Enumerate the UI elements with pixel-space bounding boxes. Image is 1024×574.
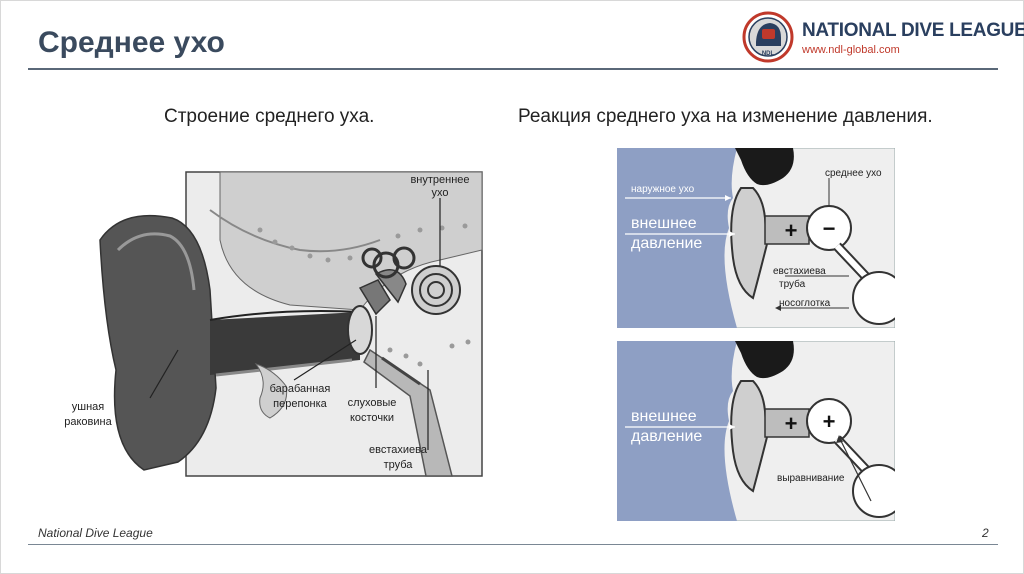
label-eustachian: евстахиева [369, 444, 428, 456]
label-middle-ear: среднее ухо [825, 168, 882, 179]
label-ossicles: слуховые [348, 397, 397, 409]
label-external-pressure-bottom: внешнее [631, 408, 697, 425]
middle-ear-anatomy-illustration: внутреннее ухо ушная раковина барабанная… [60, 170, 490, 490]
pressure-panel-bottom: внешнее давление выравнивание + + [617, 341, 895, 521]
footer-org: National Dive League [38, 526, 153, 540]
footer-divider [28, 544, 998, 545]
label-inner-ear: внутреннее [410, 174, 469, 186]
label-auricle: ушная [72, 401, 105, 413]
plus-sign: + [785, 218, 798, 243]
diver-helmet-icon: NDL [740, 10, 798, 64]
left-heading: Строение среднего уха. [164, 106, 374, 128]
logo-badge: NDL [762, 51, 775, 57]
label-eardrum-2: перепонка [273, 398, 328, 410]
label-outer-ear: наружное ухо [631, 184, 695, 195]
label-eustachian-2: труба [384, 459, 414, 471]
label-eustachian-top: евстахиева [773, 266, 826, 277]
pressure-panel-top: наружное ухо внешнее давление среднее ух… [617, 148, 895, 328]
ndl-logo: NDL NATIONAL DIVE LEAGUE www.ndl-global.… [740, 10, 1010, 64]
label-nasopharynx: носоглотка [779, 298, 831, 309]
plus-sign-right: + [823, 409, 836, 434]
label-external-pressure-top-2: давление [631, 235, 702, 252]
header-divider [28, 68, 998, 70]
page-number: 2 [982, 526, 989, 540]
label-eardrum: барабанная [270, 383, 331, 395]
minus-sign: − [823, 216, 836, 241]
page-title: Среднее ухо [38, 26, 225, 60]
label-ossicles-2: косточки [350, 412, 394, 424]
plus-sign-left: + [785, 411, 798, 436]
label-auricle-2: раковина [64, 416, 112, 428]
label-equalization: выравнивание [777, 473, 845, 484]
label-external-pressure-top: внешнее [631, 215, 697, 232]
logo-name: NATIONAL DIVE LEAGUE [802, 20, 1024, 42]
logo-url[interactable]: www.ndl-global.com [802, 44, 900, 56]
right-heading: Реакция среднего уха на изменение давлен… [518, 106, 933, 128]
label-inner-ear-2: ухо [432, 187, 449, 199]
label-external-pressure-bottom-2: давление [631, 428, 702, 445]
label-eustachian-top-2: труба [779, 278, 806, 290]
